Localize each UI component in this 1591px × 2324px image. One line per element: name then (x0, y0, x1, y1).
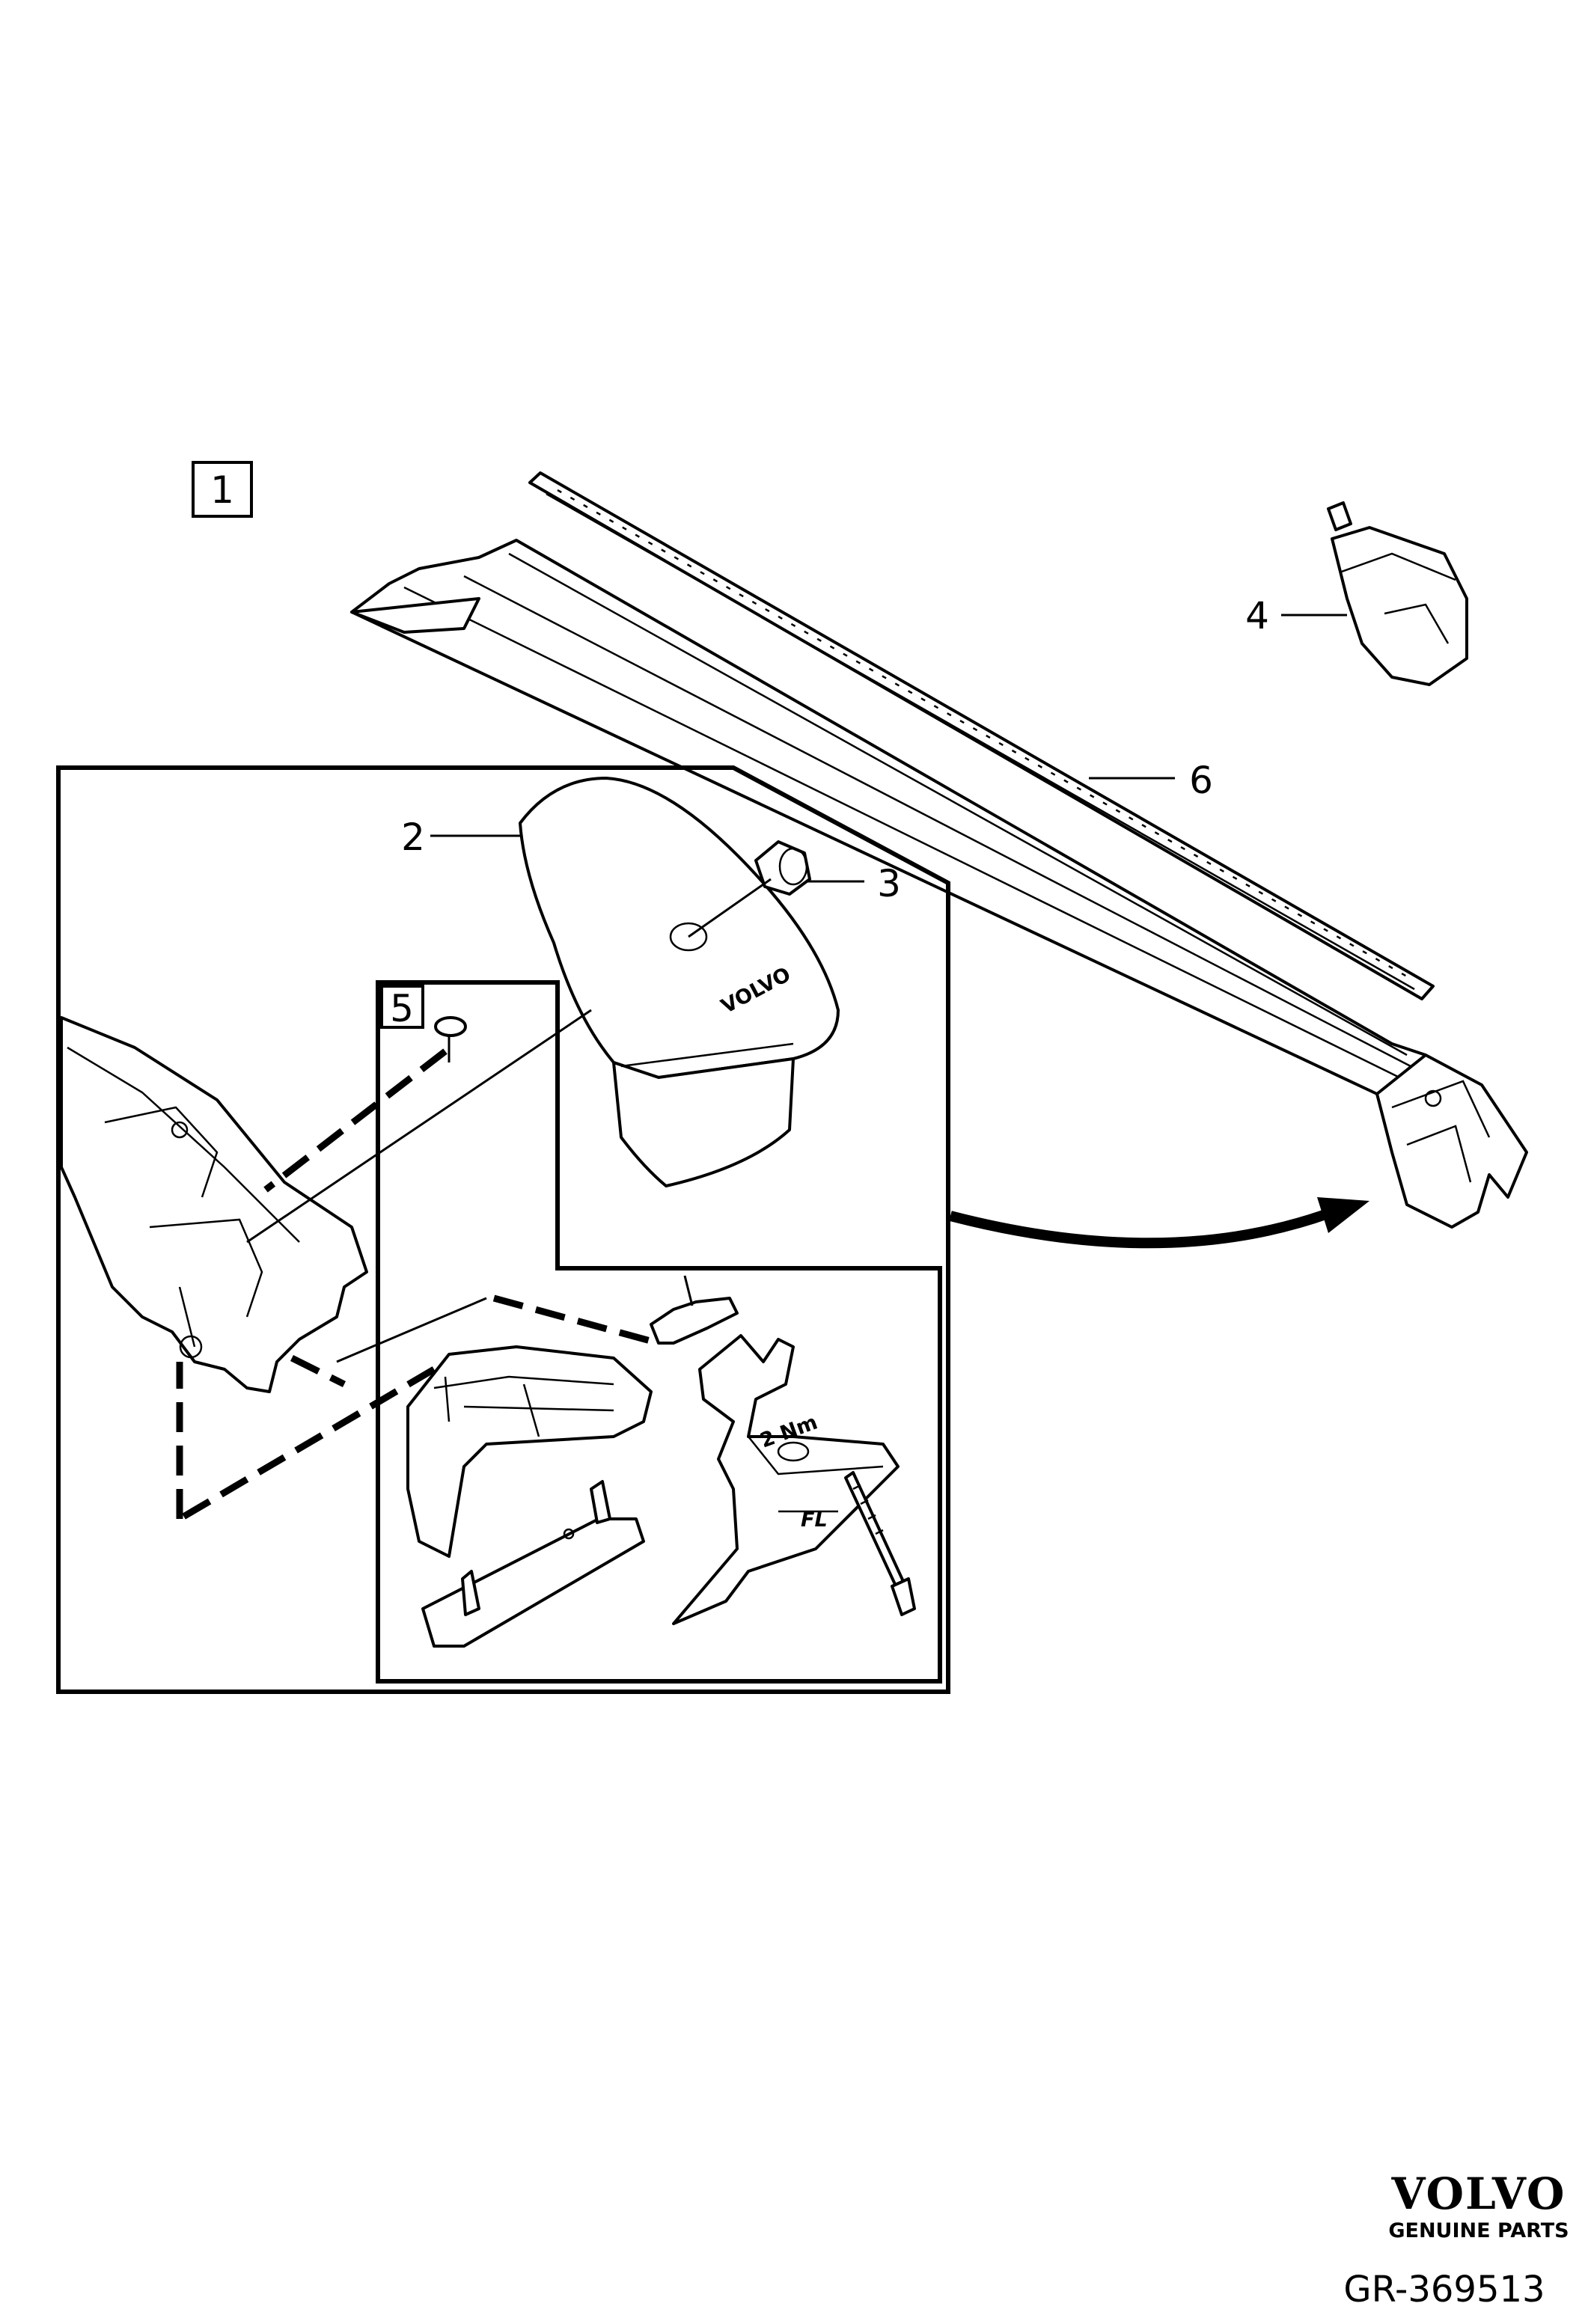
detail-frame (56, 765, 950, 1694)
rubber-strip (528, 471, 1435, 1000)
cover-part: VOLVO 2 (401, 777, 840, 1187)
brand-logo: VOLVO (1391, 2168, 1566, 2219)
assembly-dashed-lines (176, 1048, 660, 1522)
bolt-part (844, 1471, 916, 1616)
pin-part (650, 1275, 739, 1345)
rubber-strip-callout-number: 6 (1189, 759, 1213, 802)
assembly-leader (246, 1009, 592, 1244)
group-callout-1: 1 (192, 461, 253, 518)
fitting-kit-frame (376, 980, 942, 1684)
fitting-kit-callout-5: 5 (380, 985, 424, 1030)
assembly-leader-2 (336, 1297, 487, 1363)
lock-cylinder-callout-number: 3 (877, 862, 901, 905)
group-number-label: 1 (210, 468, 234, 512)
brand-tagline: GENUINE PARTS (1388, 2219, 1569, 2242)
key-part: 4 (1245, 501, 1468, 686)
rubber-strip-callout: 6 (1089, 759, 1213, 802)
detail-arrow (949, 1197, 1369, 1249)
side-mark: FL (801, 1508, 828, 1532)
clamp-housing (406, 1345, 653, 1558)
foot-bracket: 2 Nm FL (672, 1334, 900, 1625)
drawing-reference: GR-369513 (1343, 2269, 1545, 2311)
cover-callout-number: 2 (401, 816, 425, 859)
brand-footer: VOLVO GENUINE PARTS GR-369513 (1343, 2168, 1569, 2311)
screw-small (434, 1016, 467, 1062)
lock-cylinder-part: 3 (688, 840, 901, 938)
base-plate (421, 1480, 645, 1648)
fitting-kit-callout-number: 5 (390, 987, 414, 1030)
bar-end-detail (60, 1016, 368, 1393)
key-callout-number: 4 (1245, 594, 1269, 637)
roof-bar (350, 539, 1528, 1229)
